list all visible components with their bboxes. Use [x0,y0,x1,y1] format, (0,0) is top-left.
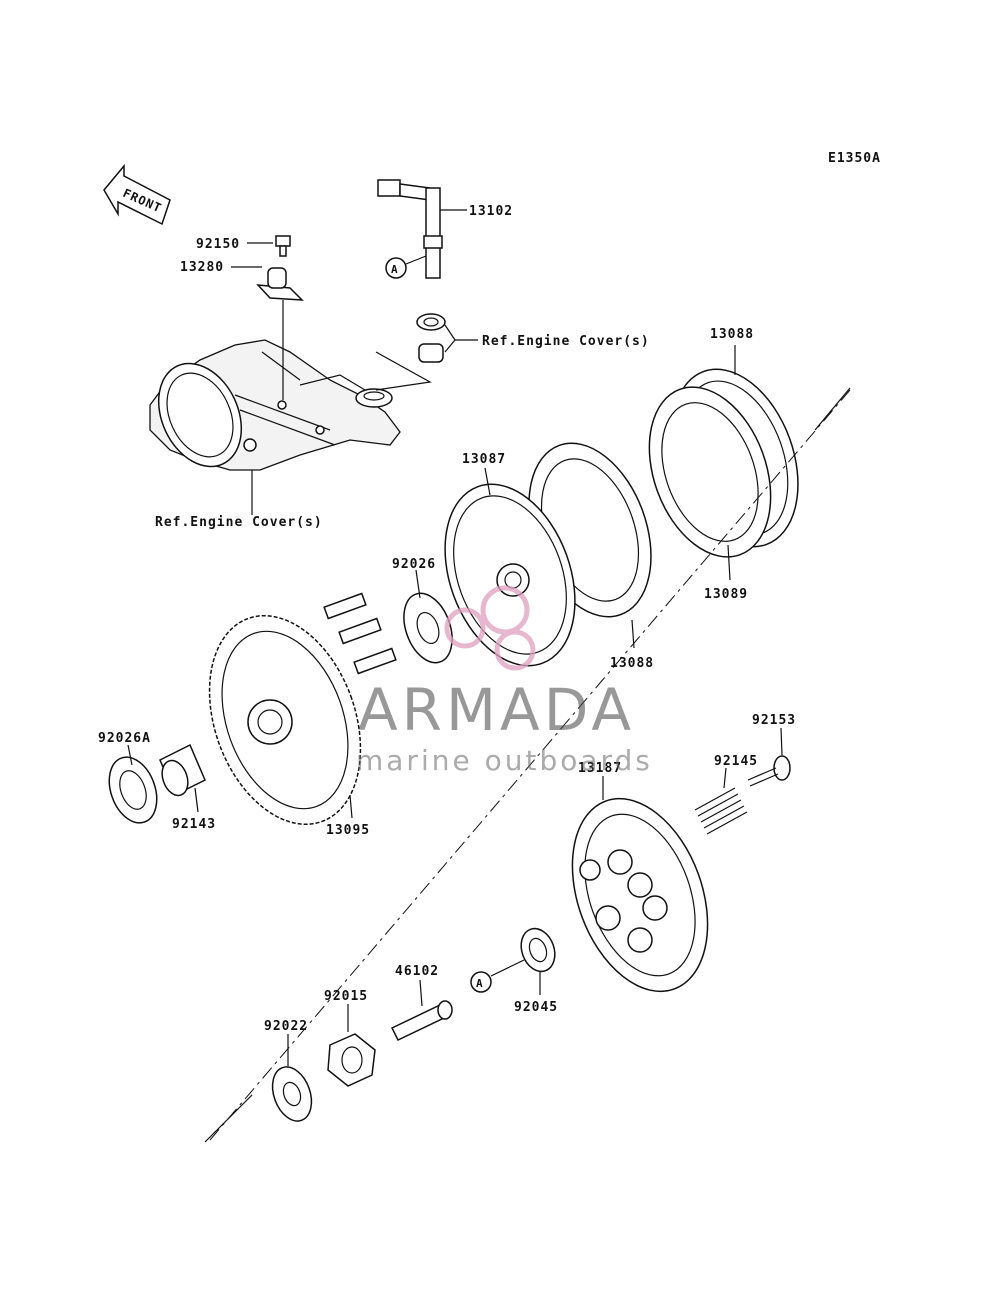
label-92026: 92026 [392,557,436,572]
bracket-13280 [256,267,304,301]
label-13087: 13087 [462,452,506,467]
sleeve-92143 [159,743,206,797]
callout-a-bottom: A [470,971,492,993]
callout-a-top-text: A [391,263,399,276]
label-92015: 92015 [324,989,368,1004]
washer-92026A [108,756,158,824]
bolt-92150 [275,235,291,257]
washer-92026 [403,592,453,664]
label-ref-cover-left: Ref.Engine Cover(s) [155,515,323,530]
nut-92015 [327,1033,376,1087]
label-13088-bottom: 13088 [610,656,654,671]
pressure-plate-13187 [571,797,709,993]
label-13187: 13187 [578,761,622,776]
brand-logo-icon [444,585,536,671]
watermark-brand: ARMADA [358,676,635,744]
label-13280: 13280 [180,260,224,275]
steel-plate-13089 [648,386,772,558]
label-92143: 92143 [172,817,216,832]
label-13089: 13089 [704,587,748,602]
label-13095: 13095 [326,823,370,838]
label-92022: 92022 [264,1019,308,1034]
label-92145: 92145 [714,754,758,769]
label-92026A: 92026A [98,731,151,746]
label-46102: 46102 [395,964,439,979]
watermark-tagline: marine outboards [356,744,653,777]
engine-cover-drawing [149,339,401,471]
callout-a-top: A [385,257,407,279]
callout-a-bottom-text: A [476,977,484,990]
oil-seal [416,313,446,363]
clutch-housing-13095 [208,592,397,826]
bearing-92045 [520,927,556,973]
brand-watermark: ARMADA marine outboards [356,585,653,777]
front-arrow-icon: FRONT [103,163,171,226]
label-ref-cover-top: Ref.Engine Cover(s) [482,334,650,349]
pushrod-46102 [390,1000,453,1041]
label-13102: 13102 [469,204,513,219]
bolt-92153 [747,755,791,787]
label-92153: 92153 [752,713,796,728]
washer-92022 [271,1066,313,1122]
spring-92145 [694,787,748,835]
label-13088-top: 13088 [710,327,754,342]
shaft-13102 [377,179,443,279]
label-92045: 92045 [514,1000,558,1015]
diagram-code: E1350A [828,151,881,166]
label-92150: 92150 [196,237,240,252]
